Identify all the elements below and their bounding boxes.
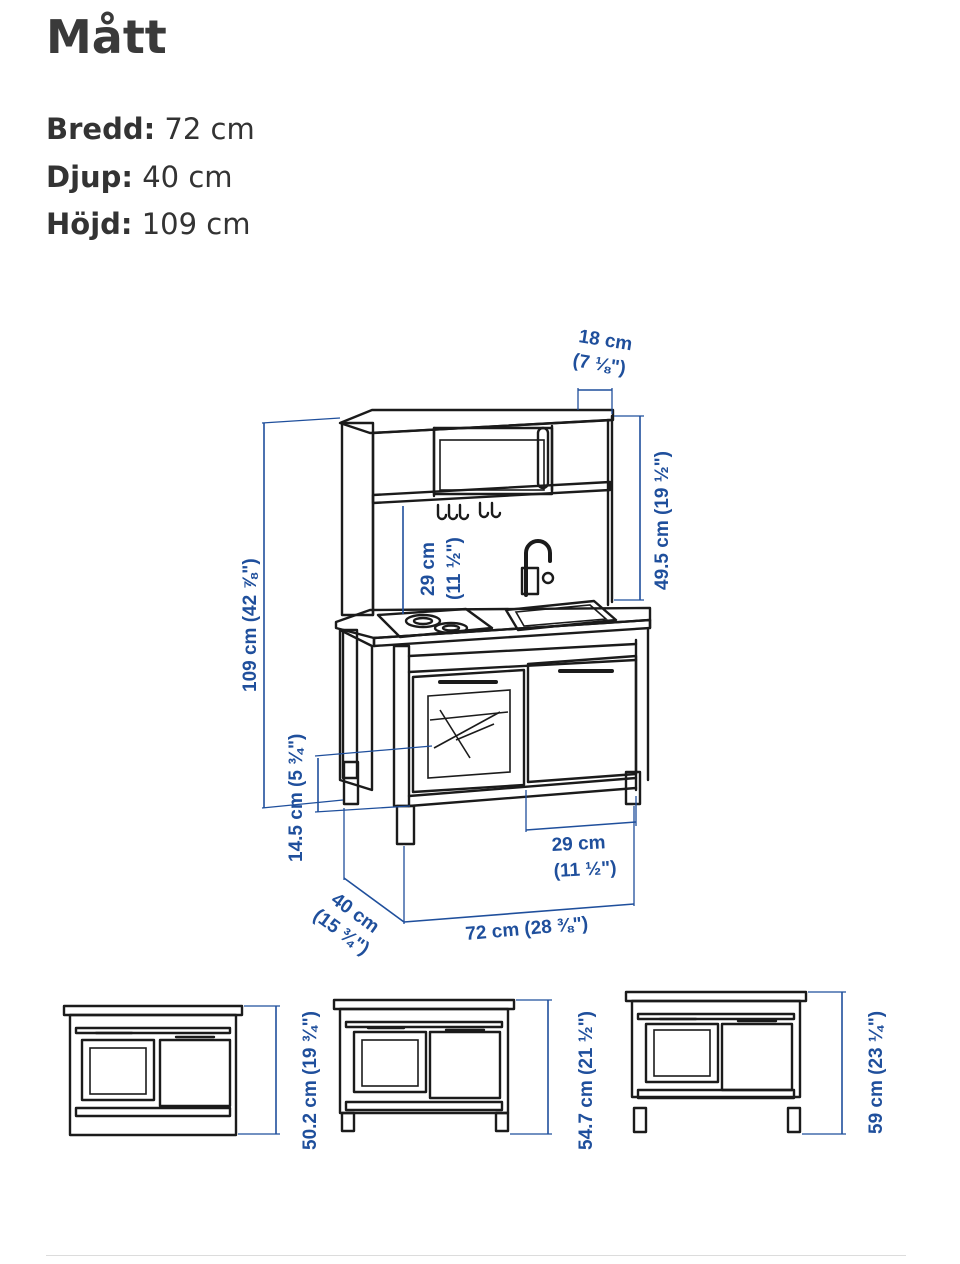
base-mid-height-label: 54.7 cm (21 ½") [576,1011,597,1150]
play-kitchen-illustration [334,408,652,846]
cabinet-depth-inch-label: (11 ½") [553,858,617,882]
hook-clearance-label: 29 cm [418,542,439,596]
cabinet-depth-label: 29 cm [551,832,606,856]
shelf-depth-inch-label: (7 ⅛") [571,350,627,379]
base-variant-mid [332,998,552,1135]
spec-height-value: 109 cm [141,207,251,241]
base-variant-low [62,1004,280,1137]
spec-height-label: Höjd: [46,207,133,241]
spec-width-label: Bredd: [46,112,156,146]
leg-height-label: 14.5 cm (5 ¾") [286,734,307,862]
base-low-height-label: 50.2 cm (19 ¾") [300,1011,321,1150]
dimension-lines [261,388,644,924]
base-variant-high [624,990,846,1135]
width-label: 72 cm (28 ⅜") [465,913,589,945]
spec-depth: Djup: 40 cm [46,160,233,194]
spec-width: Bredd: 72 cm [46,112,255,146]
spec-height: Höjd: 109 cm [46,207,250,241]
base-high-height-label: 59 cm (23 ¼") [866,1011,887,1134]
total-height-label: 109 cm (42 ⅞") [240,558,261,692]
hook-clearance-inch-label: (11 ½") [444,537,465,600]
divider [46,1255,906,1256]
page-title: Mått [46,10,167,64]
spec-width-value: 72 cm [164,112,255,146]
spec-depth-value: 40 cm [142,160,233,194]
upper-height-label: 49.5 cm (19 ½") [652,451,673,590]
spec-depth-label: Djup: [46,160,134,194]
